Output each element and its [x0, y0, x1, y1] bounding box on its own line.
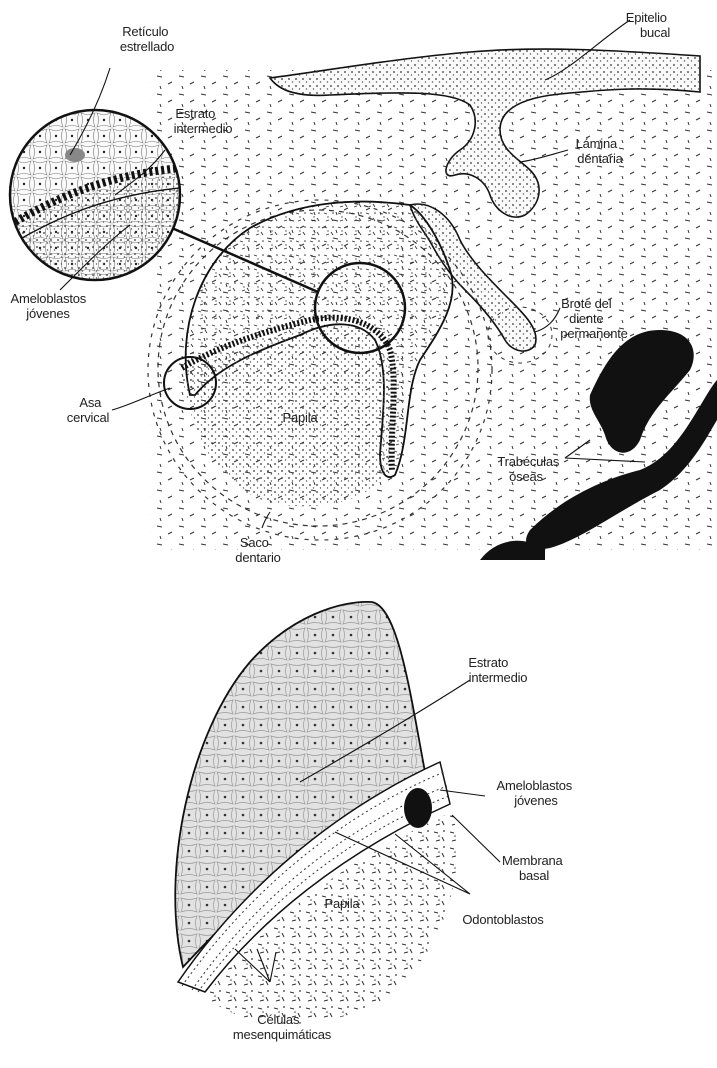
label-lamina-dentaria: Lámina dentaria [576, 136, 624, 166]
label-ameloblastos-jovenes: Ameloblastos jóvenes [10, 291, 89, 321]
bottom-figure: Estrato intermedio Ameloblastos jóvenes … [0, 572, 717, 1068]
tooth-bell-stage-diagram: Epitelio bucal Retículo estrellado Estra… [0, 0, 717, 572]
ameloblast-detail-diagram: Estrato intermedio Ameloblastos jóvenes … [0, 572, 717, 1068]
label-papila-b: Papila [325, 896, 361, 911]
top-figure: Epitelio bucal Retículo estrellado Estra… [0, 0, 717, 572]
ameloblast-nucleus-dark [404, 788, 432, 828]
label-epitelio-bucal: Epitelio bucal [626, 10, 671, 40]
label-estrato-intermedio-b: Estrato intermedio [468, 655, 527, 685]
label-papila: Papila [283, 410, 319, 425]
label-reticulo-estrellado: Retículo estrellado [120, 24, 174, 54]
label-asa-cervical: Asa cervical [67, 395, 110, 425]
label-membrana-basal: Membrana basal [502, 853, 566, 883]
label-odontoblastos: Odontoblastos [462, 912, 544, 927]
label-ameloblastos-jovenes-b: Ameloblastos jóvenes [496, 778, 575, 808]
leader-membrana [452, 815, 500, 862]
